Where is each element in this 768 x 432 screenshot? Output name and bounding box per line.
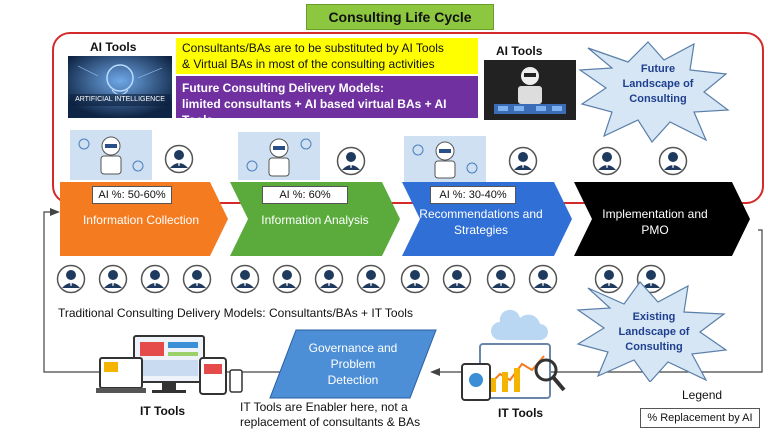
traditional-consultant-icon-11	[486, 264, 516, 299]
person-icon	[56, 264, 86, 294]
governance-line2: Problem	[330, 357, 376, 371]
existing-landscape-line2: Landscape of	[618, 326, 690, 338]
person-icon	[400, 264, 430, 294]
ai-robot-tile-1	[70, 130, 152, 180]
future-consultant-icon-1	[164, 144, 194, 179]
future-landscape-frame	[52, 32, 764, 204]
governance-line3: Detection	[327, 373, 379, 387]
future-landscape-label: Future Landscape of Consulting	[602, 62, 714, 107]
stage-2-label: Information Analysis	[240, 212, 390, 228]
robot-icon	[484, 60, 576, 120]
it-enabler-line2: replacement of consultants & BAs	[240, 415, 421, 429]
stage-2-label-line1: Information Analysis	[261, 213, 369, 227]
person-icon	[98, 264, 128, 294]
page-title: Consulting Life Cycle	[306, 4, 494, 30]
person-icon	[528, 264, 558, 294]
future-model-line1: Future Consulting Delivery Models:	[182, 81, 385, 95]
traditional-consultant-icon-6	[272, 264, 302, 299]
robot-icon	[404, 136, 486, 182]
ai-tools-label-left: AI Tools	[90, 40, 137, 54]
stage-3-label-line2: Strategies	[453, 223, 509, 237]
substitution-note: Consultants/BAs are to be substituted by…	[176, 38, 478, 74]
existing-landscape-line3: Consulting	[625, 341, 683, 353]
it-enabler-note: IT Tools are Enabler here, not a replace…	[240, 400, 420, 430]
stage-4-label-line2: PMO	[641, 223, 669, 237]
legend-title: Legend	[682, 388, 723, 402]
ai-head-icon	[68, 56, 172, 118]
substitution-note-line2: & Virtual BAs in most of the consulting …	[182, 57, 435, 71]
it-tools-label-right: IT Tools	[498, 406, 544, 420]
traditional-consultant-icon-9	[400, 264, 430, 299]
stage-3-ai-percent: AI %: 30-40%	[430, 186, 516, 204]
future-consultant-icon-5	[658, 146, 688, 181]
traditional-consultant-icon-13	[594, 264, 624, 299]
person-icon	[140, 264, 170, 294]
stage-chevron-4	[574, 182, 750, 256]
person-icon	[486, 264, 516, 294]
person-icon	[636, 264, 666, 294]
future-consultant-icon-4	[592, 146, 622, 181]
traditional-consultant-icon-2	[98, 264, 128, 299]
existing-landscape-starburst	[576, 281, 728, 382]
person-icon	[182, 264, 212, 294]
stage-1-label-line1: Information Collection	[82, 213, 200, 227]
person-icon	[230, 264, 260, 294]
person-icon	[272, 264, 302, 294]
future-landscape-line2: Landscape of	[622, 78, 694, 90]
traditional-consultant-icon-3	[140, 264, 170, 299]
it-tools-label-left: IT Tools	[140, 404, 186, 418]
governance-label: Governance and Problem Detection	[296, 340, 410, 388]
governance-line1: Governance and	[308, 341, 398, 355]
traditional-consultant-icon-10	[442, 264, 472, 299]
traditional-consultant-icon-4	[182, 264, 212, 299]
existing-landscape-label: Existing Landscape of Consulting	[598, 310, 710, 355]
future-model-line2: limited consultants + AI based virtual B…	[182, 97, 447, 127]
stage-4-label: Implementation and PMO	[580, 206, 730, 238]
ai-tools-label-right: AI Tools	[496, 44, 543, 58]
traditional-consultant-icon-5	[230, 264, 260, 299]
future-landscape-line1: Future	[640, 63, 676, 75]
traditional-model-caption: Traditional Consulting Delivery Models: …	[58, 306, 413, 320]
legend-ai-replacement: % Replacement by AI	[640, 408, 760, 428]
person-icon	[592, 146, 622, 176]
traditional-consultant-icon-7	[314, 264, 344, 299]
robot-icon	[238, 132, 320, 180]
ai-image: ARTIFICIAL INTELLIGENCE	[68, 56, 172, 118]
traditional-consultant-icon-1	[56, 264, 86, 299]
ai-image-caption: ARTIFICIAL INTELLIGENCE	[75, 96, 165, 103]
person-icon	[314, 264, 344, 294]
it-enabler-line1: IT Tools are Enabler here, not a	[240, 400, 408, 414]
robot-image	[484, 60, 576, 120]
stage-4-label-line1: Implementation and	[602, 207, 708, 221]
traditional-consultant-icon-12	[528, 264, 558, 299]
person-icon	[356, 264, 386, 294]
stage-1-label: Information Collection	[66, 212, 216, 228]
person-icon	[658, 146, 688, 176]
existing-landscape-line1: Existing	[632, 311, 676, 323]
ai-robot-tile-3	[404, 136, 486, 182]
person-icon	[508, 146, 538, 176]
future-landscape-line3: Consulting	[629, 93, 687, 105]
person-icon	[442, 264, 472, 294]
stage-3-label: Recommendations and Strategies	[406, 206, 556, 238]
person-icon	[336, 146, 366, 176]
future-landscape-starburst	[578, 41, 730, 143]
person-icon	[164, 144, 194, 174]
devices-icon	[96, 335, 243, 395]
future-consultant-icon-2	[336, 146, 366, 181]
traditional-consultant-icon-8	[356, 264, 386, 299]
stage-1-ai-percent: AI %: 50-60%	[92, 186, 172, 204]
robot-icon	[70, 130, 152, 180]
stage-3-label-line1: Recommendations and	[419, 207, 543, 221]
governance-shape	[269, 329, 437, 399]
person-icon	[594, 264, 624, 294]
ai-robot-tile-2	[238, 132, 320, 180]
future-model-note: Future Consulting Delivery Models: limit…	[176, 76, 478, 127]
analytics-icon	[461, 309, 566, 401]
stage-2-ai-percent: AI %: 60%	[262, 186, 348, 204]
traditional-consultant-icon-14	[636, 264, 666, 299]
substitution-note-line1: Consultants/BAs are to be substituted by…	[182, 41, 444, 55]
future-consultant-icon-3	[508, 146, 538, 181]
